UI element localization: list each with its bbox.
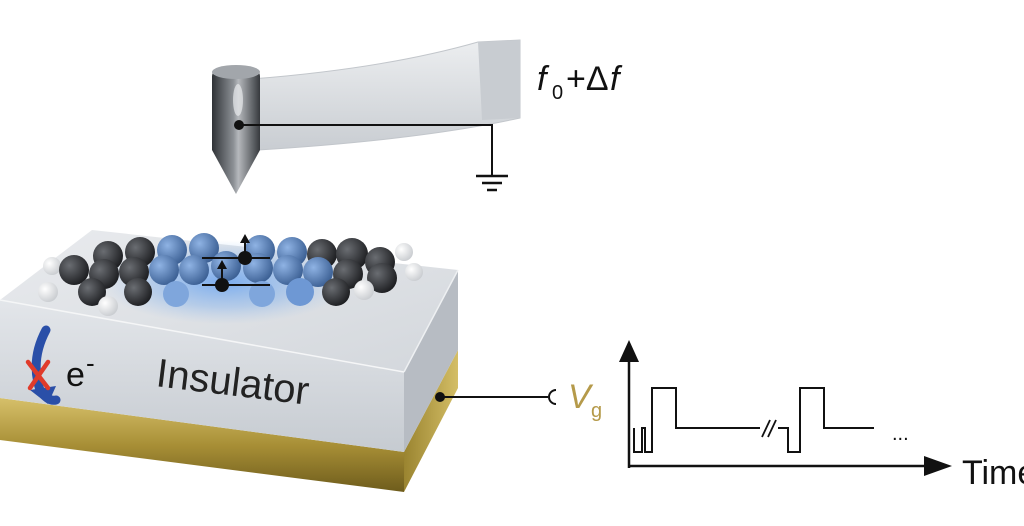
cantilever xyxy=(237,39,521,151)
ground-wire xyxy=(234,120,493,176)
gate-voltage-label: V g xyxy=(568,378,602,422)
axis-arrow-icon xyxy=(619,340,639,362)
pulse-waveform xyxy=(633,387,760,453)
ellipsis-label: ... xyxy=(892,423,909,445)
pulse-waveform-2 xyxy=(778,387,874,453)
electron-superscript: - xyxy=(86,348,95,378)
afm-tip xyxy=(212,65,260,194)
time-axis-label: Time xyxy=(962,454,1024,492)
gold-electrode xyxy=(0,350,458,492)
vg-subscript: g xyxy=(591,400,602,422)
blocked-x-icon xyxy=(25,359,51,391)
freq-plus-delta: +Δ xyxy=(566,60,609,98)
gate-wire xyxy=(435,389,557,405)
freq-subscript: 0 xyxy=(552,82,563,104)
frequency-label: f 0 +Δ f xyxy=(537,60,623,104)
spin-up-arrow-icon xyxy=(217,234,250,285)
axis-arrow-icon xyxy=(924,456,952,476)
freq-f-char: f xyxy=(537,60,550,98)
ground-icon xyxy=(476,174,508,192)
electron-e: e xyxy=(66,356,85,394)
electron-label: e - xyxy=(66,348,95,394)
vg-v: V xyxy=(568,378,594,416)
electron-path xyxy=(30,325,61,405)
axis-break xyxy=(761,419,771,438)
pulse-plot: ... Time xyxy=(619,340,1024,492)
freq-f-end: f xyxy=(610,60,623,98)
